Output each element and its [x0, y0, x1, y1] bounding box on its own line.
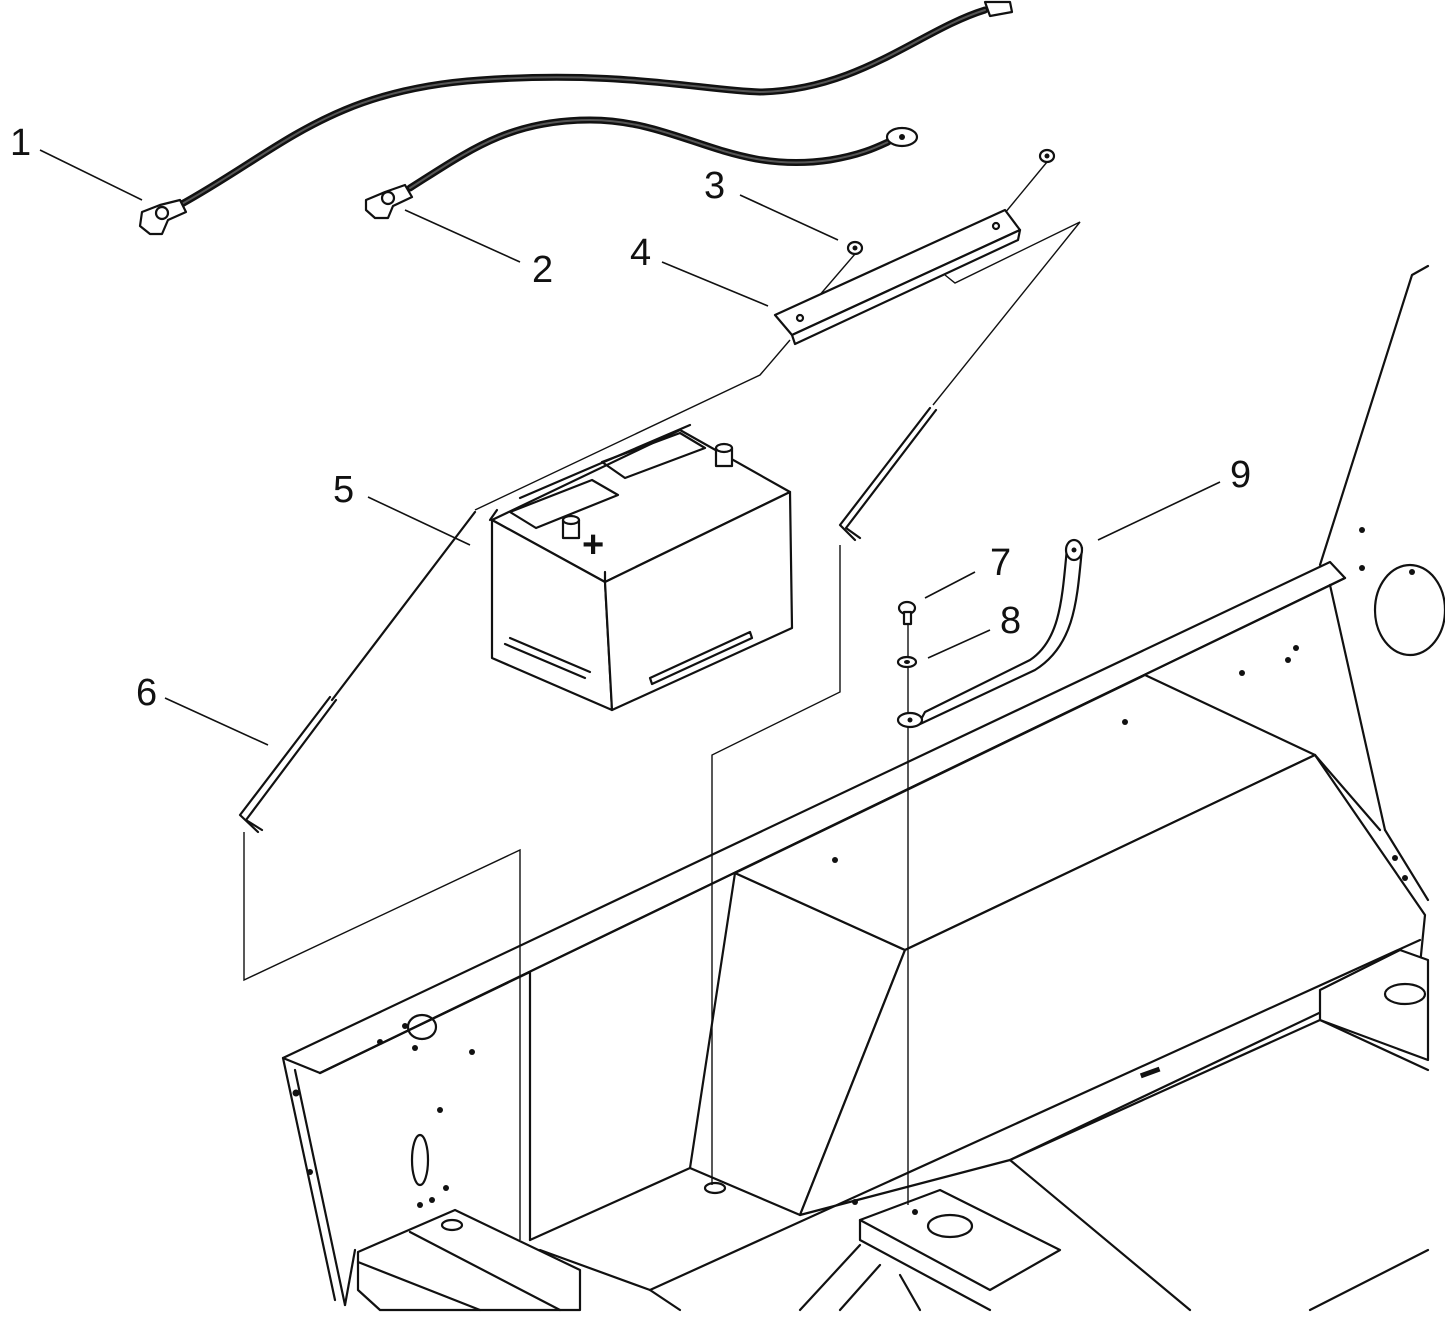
battery-positive-symbol: + [582, 524, 604, 566]
positive-battery-cable [138, 0, 1014, 236]
frame-right-block [1318, 948, 1430, 1062]
cable-2-clamp [364, 183, 414, 220]
battery-terminal-left [561, 514, 581, 540]
j-bolt-rod [238, 406, 938, 834]
ground-strap [896, 538, 1084, 729]
frame-left-panel [318, 970, 532, 1242]
frame-right-port [1373, 563, 1445, 657]
negative-battery-cable [364, 116, 919, 220]
frame-bottom-mount-plate [858, 1188, 1062, 1292]
frame-right-panel [1318, 264, 1430, 567]
bolt [897, 600, 917, 626]
frame-slot-left [410, 1133, 430, 1187]
battery: + [488, 423, 794, 712]
battery-side [603, 490, 794, 712]
callout-leaders [39, 149, 1221, 746]
hold-down-bracket [773, 208, 1022, 346]
chassis-frame [281, 264, 1445, 1312]
callout-4: 4 [630, 232, 651, 274]
frame-left-lower-box [356, 1208, 582, 1312]
callout-1: 1 [10, 122, 31, 164]
callout-3: 3 [704, 165, 725, 207]
callout-6: 6 [136, 672, 157, 714]
callout-5: 5 [333, 469, 354, 511]
callout-2: 2 [532, 249, 553, 291]
callout-8: 8 [1000, 600, 1021, 642]
callout-9: 9 [1230, 454, 1251, 496]
callout-labels: 1 2 3 4 5 6 7 8 9 [10, 122, 1251, 714]
callout-7: 7 [990, 542, 1011, 584]
cable-1-clamp [138, 198, 188, 236]
washer [896, 655, 918, 669]
battery-terminal-right [714, 442, 734, 468]
